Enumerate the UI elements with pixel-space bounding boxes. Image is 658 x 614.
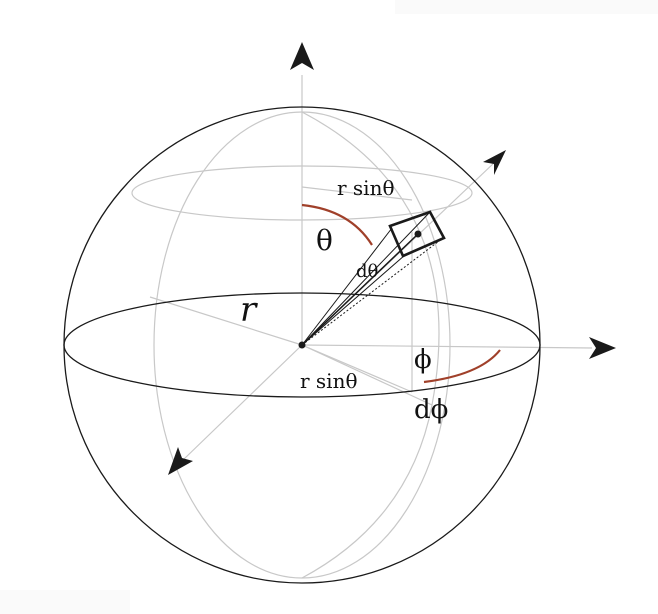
lower-radius-label: r sinθ	[300, 369, 358, 393]
angle-arcs	[301, 203, 501, 384]
x-arrowhead-icon	[589, 337, 616, 359]
upper-radius-line	[301, 186, 413, 201]
x-axis-line	[301, 344, 593, 349]
cone-lines	[301, 211, 444, 346]
d-theta-label: dθ	[356, 261, 378, 282]
z-arrowhead-icon	[290, 42, 314, 70]
radius-line	[149, 296, 303, 346]
y-arrowhead-icon	[168, 447, 193, 475]
theta-label: θ	[316, 224, 333, 257]
curved-box-icon	[388, 210, 446, 258]
d-phi-label: dϕ	[414, 395, 448, 425]
phi-arc	[423, 349, 501, 384]
theta-arc	[301, 203, 373, 246]
axis-arrowheads	[168, 42, 616, 475]
phi-label: ϕ	[414, 345, 432, 375]
element-center-dot	[414, 230, 422, 238]
bottom-left-strip	[0, 590, 130, 614]
radius-label: r	[240, 290, 258, 330]
top-right-strip	[395, 0, 658, 14]
y-axis-line	[182, 344, 303, 461]
upper-radius-label: r sinθ	[337, 176, 395, 200]
radial-arrowhead-icon	[483, 150, 506, 175]
lower-radius-line-b	[301, 344, 433, 406]
origin-dot-icon	[298, 341, 306, 349]
equator-ellipse	[63, 292, 541, 398]
meridian-through-element	[301, 111, 440, 579]
sphere-outline	[63, 106, 541, 584]
volume-element	[388, 210, 446, 258]
sphere-grid	[131, 75, 593, 579]
